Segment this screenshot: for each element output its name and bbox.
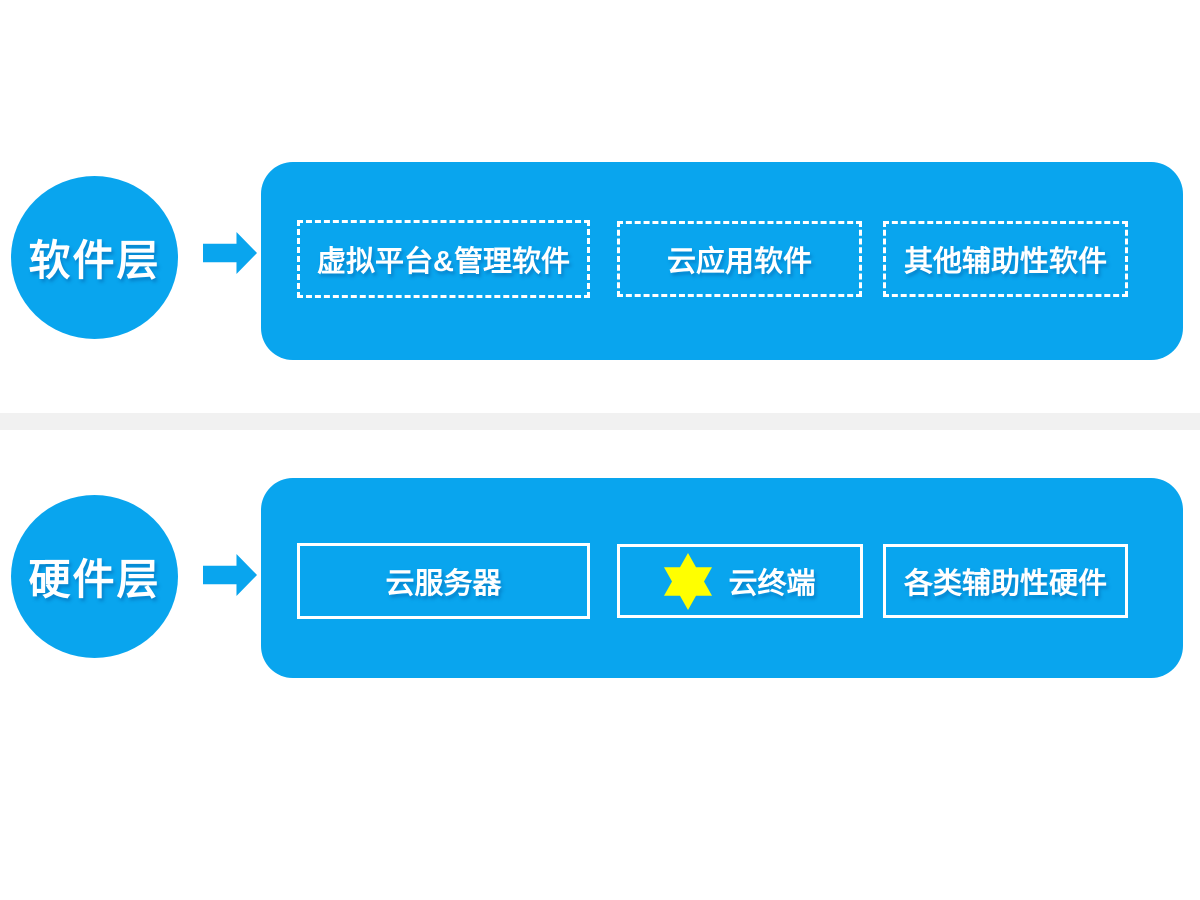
software-item-cloud-apps: 云应用软件: [617, 221, 862, 297]
arrow-right-icon: [203, 232, 257, 274]
hardware-item-cloud-terminal: 云终端: [617, 544, 863, 618]
hardware-layer-badge: 硬件层: [11, 495, 178, 658]
hardware-item-cloud-server-label: 云服务器: [385, 568, 502, 600]
star-icon: [664, 552, 713, 610]
software-item-cloud-apps-label: 云应用软件: [666, 246, 812, 278]
software-item-virtual-platform-label: 虚拟平台&管理软件: [317, 246, 570, 278]
section-divider: [0, 413, 1200, 430]
hardware-item-cloud-server: 云服务器: [297, 543, 590, 619]
software-panel: 虚拟平台&管理软件 云应用软件 其他辅助性软件: [261, 162, 1183, 360]
software-layer-label: 软件层: [28, 237, 161, 284]
arrow-right-icon: [203, 554, 257, 596]
hardware-item-auxiliary-hardware-label: 各类辅助性硬件: [903, 568, 1107, 600]
hardware-layer-label: 硬件层: [28, 556, 161, 603]
software-layer-badge: 软件层: [11, 176, 178, 339]
software-item-other-auxiliary: 其他辅助性软件: [883, 221, 1128, 297]
software-item-other-auxiliary-label: 其他辅助性软件: [903, 246, 1107, 278]
hardware-panel: 云服务器 云终端 各类辅助性硬件: [261, 478, 1183, 678]
software-item-virtual-platform: 虚拟平台&管理软件: [297, 220, 590, 298]
hardware-item-cloud-terminal-label: 云终端: [728, 568, 816, 600]
hardware-item-auxiliary-hardware: 各类辅助性硬件: [883, 544, 1128, 618]
